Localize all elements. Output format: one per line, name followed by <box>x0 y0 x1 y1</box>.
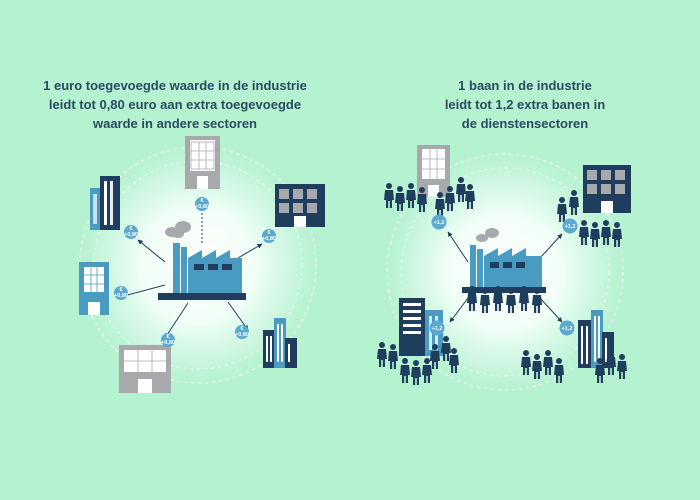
badge-label: +1,2 <box>562 326 573 332</box>
job-badge-icon: +1,2 <box>562 218 578 234</box>
left-title-line-1: 1 euro toegevoegde waarde in de industri… <box>43 78 307 93</box>
euro-badge-icon: € +0,80 <box>161 333 175 347</box>
badge-label: +0,80 <box>161 340 175 346</box>
badge-label: +0,80 <box>114 293 128 299</box>
left-title-line-2: leidt tot 0,80 euro aan extra toegevoegd… <box>48 97 302 112</box>
arrow-lower-right <box>227 301 249 331</box>
building-icon <box>263 318 297 368</box>
person-icon <box>384 183 394 208</box>
right-panel: 1 baan in de industrie leidt tot 1,2 ext… <box>350 0 700 500</box>
badge-label: +1,2 <box>434 220 445 226</box>
left-title: 1 euro toegevoegde waarde in de industri… <box>0 76 350 133</box>
euro-badge-icon: € +0,80 <box>235 325 249 339</box>
dashed-ring-inner <box>400 167 610 377</box>
svg-text:€: € <box>240 326 243 332</box>
badge-label: +1,2 <box>432 326 443 332</box>
dashed-ring-outer <box>386 153 624 391</box>
right-title-line-1: 1 baan in de industrie <box>458 78 592 93</box>
svg-text:€: € <box>200 198 203 204</box>
svg-text:€: € <box>267 230 270 236</box>
building-icon <box>583 165 631 213</box>
badge-label: +1,2 <box>565 224 576 230</box>
arrows <box>447 231 563 323</box>
job-badge-icon: +1,2 <box>431 214 447 230</box>
arrow-upper-right <box>539 233 563 259</box>
arrow-upper-right <box>237 243 263 259</box>
right-diagram: +1,2 +1,2 +1,2 +1,2 <box>377 144 633 400</box>
building-icon <box>90 176 120 230</box>
arrow-lower-right <box>539 297 563 323</box>
dashed-ring-inner <box>93 160 303 370</box>
svg-text:€: € <box>119 287 122 293</box>
badge-label: +0,80 <box>195 204 209 210</box>
right-title-line-3: de dienstensectoren <box>461 116 589 131</box>
person-icon <box>617 354 627 379</box>
building-icon <box>119 345 171 393</box>
left-diagram: € +0,80 € +0,80 € +0,80 € +0,80 € +0,80 … <box>70 136 326 393</box>
building-icon <box>185 136 220 189</box>
badge-label: +0,80 <box>235 332 249 338</box>
euro-badge-icon: € +0,80 <box>114 286 128 300</box>
building-icon <box>79 262 109 315</box>
badge-label: +0,80 <box>262 236 276 242</box>
left-title-line-3: waarde in andere sectoren <box>92 116 257 131</box>
svg-text:€: € <box>129 226 132 232</box>
euro-badge-icon: € +0,80 <box>195 197 209 211</box>
job-badge-icon: +1,2 <box>429 320 445 336</box>
person-icon <box>388 344 398 369</box>
building-icon <box>417 145 450 197</box>
job-badge-icon: +1,2 <box>559 320 575 336</box>
arrow-upper-left <box>447 231 469 263</box>
euro-badge-icon: € +0,80 <box>262 229 276 243</box>
factory-icon <box>158 221 246 300</box>
left-panel: 1 euro toegevoegde waarde in de industri… <box>0 76 350 393</box>
building-icon <box>275 184 325 227</box>
badge-label: +0,80 <box>124 232 138 238</box>
svg-text:€: € <box>166 334 169 340</box>
right-title-line-2: leidt tot 1,2 extra banen in <box>444 97 606 112</box>
euro-badge-icon: € +0,80 <box>124 225 138 239</box>
arrow-down <box>164 302 189 339</box>
factory-icon <box>462 228 546 293</box>
person-icon <box>377 342 387 367</box>
building-icon <box>578 310 614 368</box>
arrow-upper-left <box>137 239 166 263</box>
person-icon <box>400 358 410 383</box>
arrow-lower-left <box>449 297 469 323</box>
right-title: 1 baan in de industrie leidt tot 1,2 ext… <box>350 76 700 133</box>
